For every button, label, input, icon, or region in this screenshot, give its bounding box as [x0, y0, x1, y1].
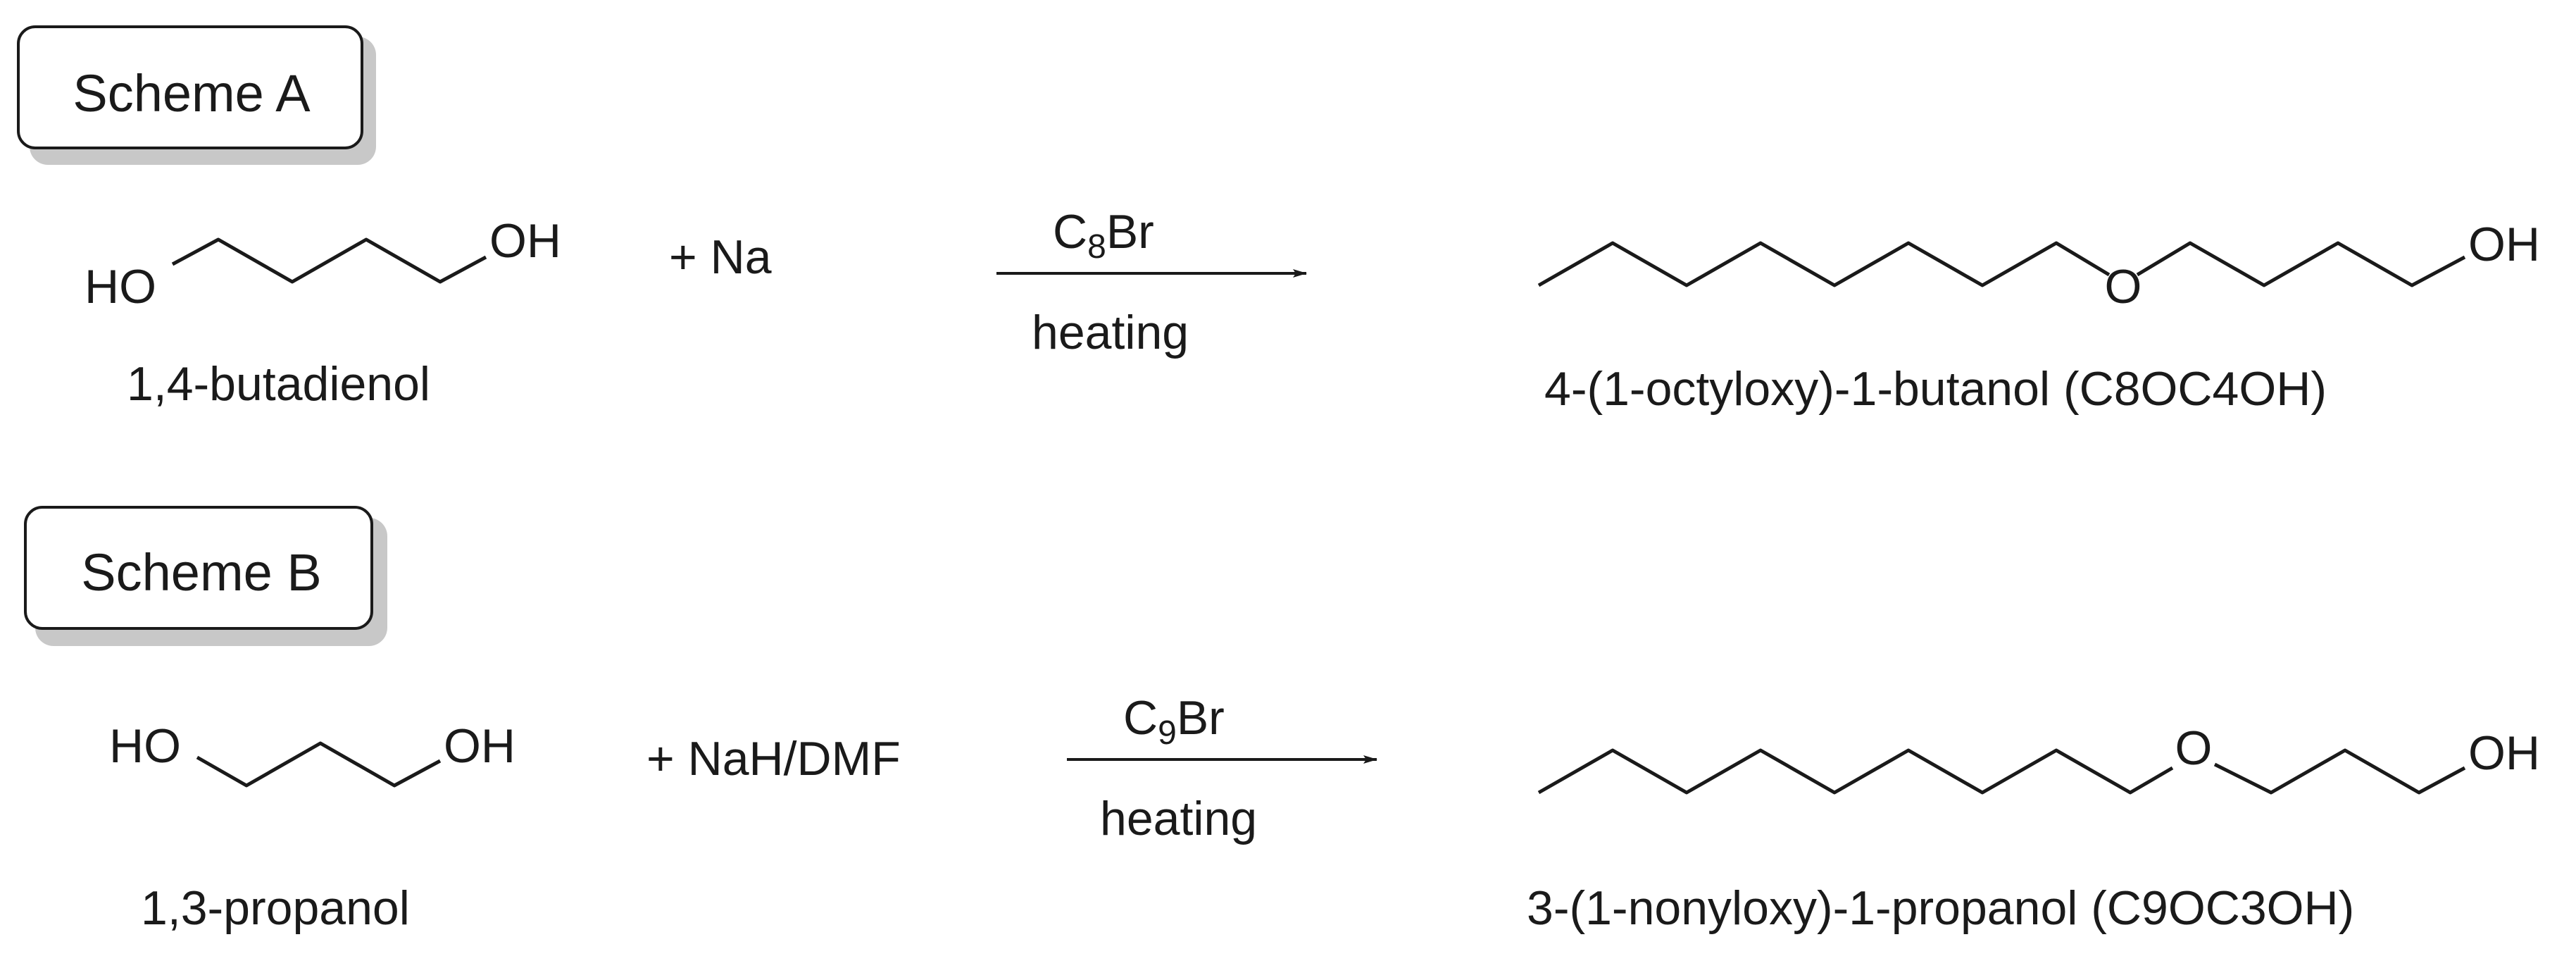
scheme-b-reactant-name: 1,3-propanol	[141, 881, 410, 935]
scheme-a: Scheme A HO OH 1,4-butadienol + Na C8Br …	[17, 25, 2540, 416]
scheme-a-reactant-bonds	[171, 237, 487, 284]
scheme-b-condition-tail: Br	[1177, 691, 1225, 745]
scheme-a-product-chain-left	[1537, 241, 2111, 287]
scheme-b-reactant-structure: HO OH	[109, 719, 515, 788]
scheme-b-product-name: 3-(1-nonyloxy)-1-propanol (C9OC3OH)	[1527, 881, 2354, 935]
scheme-a-product-name: 4-(1-octyloxy)-1-butanol (C8OC4OH)	[1544, 362, 2327, 416]
scheme-b-product-end-group: OH	[2468, 726, 2540, 780]
scheme-b-reaction-arrow: C9Br heating	[1067, 691, 1377, 845]
scheme-a-reactant-name: 1,4-butadienol	[127, 357, 430, 411]
scheme-b-product-ether-oxygen: O	[2175, 721, 2213, 775]
scheme-b-condition-above: C9Br	[1123, 691, 1225, 752]
scheme-b-condition-subscript: 9	[1158, 714, 1177, 752]
scheme-a-reactant-structure: HO OH	[85, 214, 561, 314]
scheme-b-product-structure: O OH	[1537, 721, 2540, 795]
scheme-a-product-end-group: OH	[2468, 218, 2540, 271]
scheme-a-condition-above: C8Br	[1053, 205, 1154, 266]
scheme-a-condition-tail: Br	[1106, 205, 1154, 259]
scheme-a-reagent: + Na	[669, 230, 772, 284]
scheme-a-condition-subscript: 8	[1087, 228, 1106, 266]
scheme-b-product-chain-left	[1537, 748, 2174, 795]
scheme-b-reagent: + NaH/DMF	[646, 732, 901, 786]
scheme-a-product-ether-oxygen: O	[2105, 260, 2142, 314]
scheme-b-product-chain-right	[2213, 748, 2466, 795]
scheme-b: Scheme B HO OH 1,3-propanol + NaH/DMF C9…	[24, 506, 2540, 935]
scheme-a-title: Scheme A	[73, 64, 311, 123]
scheme-b-reactant-bonds	[196, 741, 442, 788]
scheme-a-condition-below: heating	[1032, 306, 1189, 359]
scheme-a-reaction-arrow: C8Br heating	[996, 205, 1307, 359]
scheme-a-title-box: Scheme A	[17, 25, 376, 165]
scheme-b-reactant-right-group: OH	[444, 719, 515, 773]
scheme-b-condition-below: heating	[1100, 792, 1257, 845]
scheme-a-reactant-right-group: OH	[489, 214, 561, 268]
scheme-b-title: Scheme B	[81, 543, 321, 602]
scheme-a-reactant-left-group: HO	[85, 260, 156, 314]
scheme-a-condition-element: C	[1053, 205, 1087, 259]
scheme-a-product-structure: O OH	[1537, 218, 2540, 314]
scheme-b-title-box: Scheme B	[24, 506, 387, 646]
scheme-b-condition-element: C	[1123, 691, 1158, 745]
scheme-b-reactant-left-group: HO	[109, 719, 181, 773]
scheme-a-product-chain-right	[2136, 241, 2466, 287]
